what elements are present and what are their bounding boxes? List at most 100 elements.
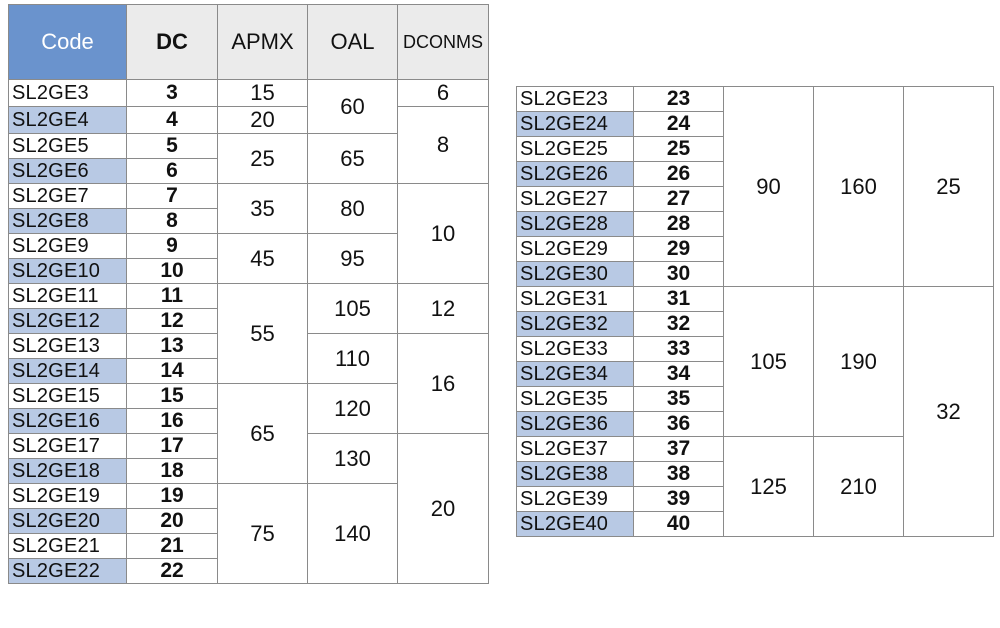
dc-cell: 5 [126,133,218,159]
table-row: SL2GE35 35 [516,386,994,412]
table-row: SL2GE37 37 125 210 [516,436,994,537]
oal-cell: 120 [307,383,398,434]
table-row: SL2GE27 27 [516,186,994,212]
dconms-cell: 10 [397,183,489,284]
oal-cell: 105 [307,283,398,334]
code-cell: SL2GE21 [8,533,127,559]
table-row: SL2GE7 7 35 80 10 [8,183,489,284]
code-cell: SL2GE9 [8,233,127,259]
table-row: SL2GE17 17 130 20 [8,433,489,584]
oal-cell: 95 [307,233,398,284]
table-row: SL2GE15 15 65 120 [8,383,489,484]
code-cell: SL2GE29 [516,236,634,262]
dc-cell: 31 [633,286,724,312]
code-cell: SL2GE28 [516,211,634,237]
dc-cell: 6 [126,158,218,184]
spec-table-left: Code DC APMX OAL DCONMS SL2GE3 3 15 60 6… [8,4,489,584]
dc-cell: 30 [633,261,724,287]
code-cell: SL2GE30 [516,261,634,287]
code-cell: SL2GE11 [8,283,127,309]
table-row: SL2GE40 40 [516,511,994,537]
dconms-cell: 12 [397,283,489,334]
code-cell: SL2GE33 [516,336,634,362]
code-cell: SL2GE13 [8,333,127,359]
oal-cell: 130 [307,433,398,484]
code-cell: SL2GE26 [516,161,634,187]
table-row: SL2GE30 30 [516,261,994,287]
oal-cell: 60 [307,79,398,134]
code-cell: SL2GE15 [8,383,127,409]
dc-cell: 25 [633,136,724,162]
code-cell: SL2GE31 [516,286,634,312]
table-row: SL2GE23 23 90 160 25 [516,86,994,287]
code-cell: SL2GE38 [516,461,634,487]
apmx-cell: 90 [723,86,814,287]
code-cell: SL2GE5 [8,133,127,159]
oal-cell: 210 [813,436,904,537]
apmx-cell: 15 [217,79,308,107]
table-row: SL2GE5 5 25 65 [8,133,489,184]
table-row: SL2GE25 25 [516,136,994,162]
oal-cell: 190 [813,286,904,437]
code-cell: SL2GE3 [8,79,127,107]
code-cell: SL2GE12 [8,308,127,334]
oal-cell: 65 [307,133,398,184]
table-row: SL2GE34 34 [516,361,994,387]
dc-cell: 11 [126,283,218,309]
apmx-cell: 45 [217,233,308,284]
table-row: SL2GE10 10 [8,258,489,284]
dc-cell: 26 [633,161,724,187]
code-cell: SL2GE34 [516,361,634,387]
code-cell: SL2GE17 [8,433,127,459]
code-cell: SL2GE19 [8,483,127,509]
code-cell: SL2GE6 [8,158,127,184]
table-row: SL2GE26 26 [516,161,994,187]
code-cell: SL2GE20 [8,508,127,534]
dc-cell: 21 [126,533,218,559]
table-row: SL2GE19 19 75 140 [8,483,489,584]
dc-cell: 15 [126,383,218,409]
dc-cell: 3 [126,79,218,107]
table-row: SL2GE20 20 [8,508,489,534]
table-row: SL2GE8 8 [8,208,489,234]
table-row: SL2GE12 12 [8,308,489,334]
table-row: SL2GE9 9 45 95 [8,233,489,284]
code-cell: SL2GE32 [516,311,634,337]
dc-cell: 40 [633,511,724,537]
dc-cell: 13 [126,333,218,359]
apmx-cell: 75 [217,483,308,584]
apmx-cell: 35 [217,183,308,234]
header-dc: DC [126,4,218,80]
code-cell: SL2GE14 [8,358,127,384]
header-dconms: DCONMS [397,4,489,80]
dc-cell: 32 [633,311,724,337]
code-cell: SL2GE40 [516,511,634,537]
table-row: SL2GE18 18 [8,458,489,484]
header-row: Code DC APMX OAL DCONMS [8,4,489,80]
dc-cell: 7 [126,183,218,209]
table-row: SL2GE6 6 [8,158,489,184]
dc-cell: 29 [633,236,724,262]
code-cell: SL2GE27 [516,186,634,212]
dconms-cell: 8 [397,106,489,184]
code-cell: SL2GE22 [8,558,127,584]
code-cell: SL2GE7 [8,183,127,209]
dc-cell: 19 [126,483,218,509]
dc-cell: 37 [633,436,724,462]
code-cell: SL2GE24 [516,111,634,137]
code-cell: SL2GE4 [8,106,127,134]
oal-cell: 160 [813,86,904,287]
dc-cell: 14 [126,358,218,384]
dc-cell: 36 [633,411,724,437]
code-cell: SL2GE36 [516,411,634,437]
table-row: SL2GE24 24 [516,111,994,137]
apmx-cell: 65 [217,383,308,484]
table-row: SL2GE3 3 15 60 6 [8,79,489,134]
dconms-cell: 32 [903,286,994,537]
dc-cell: 39 [633,486,724,512]
dc-cell: 22 [126,558,218,584]
table-row: SL2GE21 21 [8,533,489,559]
header-apmx: APMX [217,4,308,80]
code-cell: SL2GE37 [516,436,634,462]
